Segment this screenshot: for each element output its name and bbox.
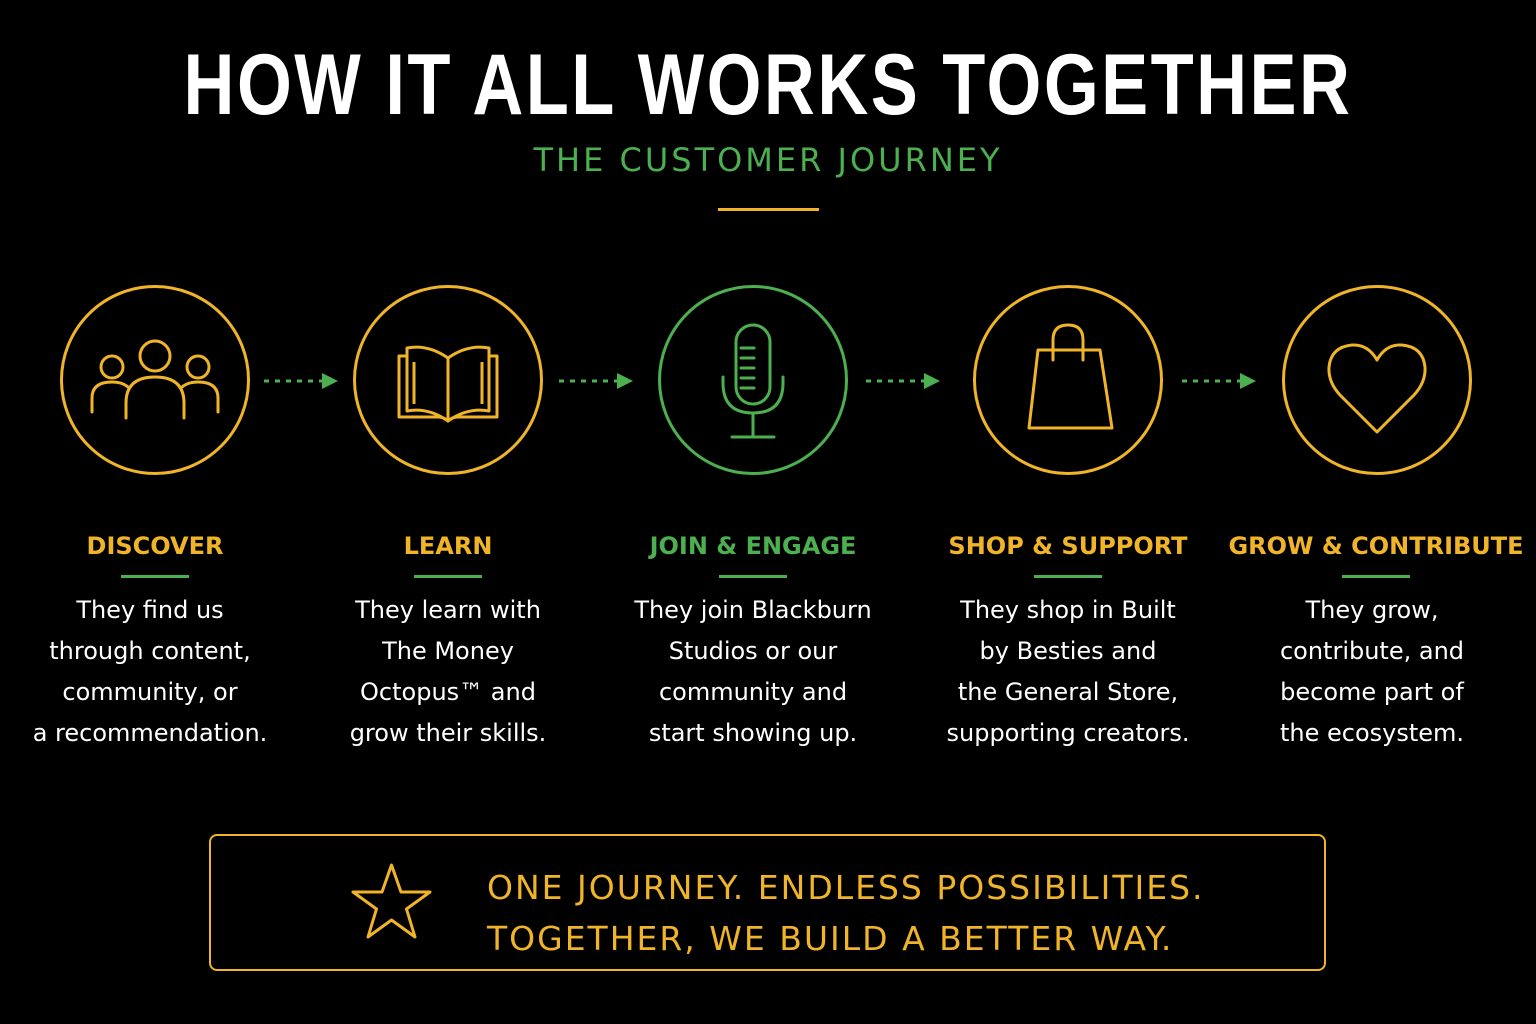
description-line: the ecosystem. <box>1279 719 1465 747</box>
description-line: the General Store, <box>957 678 1179 706</box>
description-line: start showing up. <box>648 719 858 747</box>
step-description-join-engage: They join Blackburn Studios or our commu… <box>603 590 903 754</box>
people-icon <box>90 339 220 420</box>
step-heading-shop-support: SHOP & SUPPORT <box>948 532 1188 560</box>
step-join-engage-circle <box>658 285 848 475</box>
description-line: They grow, <box>1305 596 1439 624</box>
description-line: grow their skills. <box>349 719 547 747</box>
description-line: Studios or our <box>668 637 838 665</box>
step-divider-grow-contribute <box>1342 575 1410 578</box>
star-icon <box>351 863 432 939</box>
tagline-text: ONE JOURNEY. ENDLESS POSSIBILITIES. TOGE… <box>487 862 1205 964</box>
step-heading-learn: LEARN <box>403 532 493 560</box>
description-line: supporting creators. <box>946 719 1190 747</box>
description-line: by Besties and <box>979 637 1157 665</box>
step-description-shop-support: They shop in Built by Besties and the Ge… <box>918 590 1218 754</box>
description-line: community, or <box>62 678 238 706</box>
step-shop-support-circle <box>973 285 1163 475</box>
description-line: become part of <box>1280 678 1464 706</box>
flow-arrow-4 <box>1182 373 1256 389</box>
step-heading-discover: DISCOVER <box>86 532 224 560</box>
step-divider-learn <box>414 575 482 578</box>
open-book-icon <box>397 345 499 423</box>
step-divider-shop-support <box>1034 575 1102 578</box>
description-line: The Money <box>382 637 514 665</box>
step-heading-grow-contribute: GROW & CONTRIBUTE <box>1228 532 1524 560</box>
step-divider-join-engage <box>719 575 787 578</box>
title-divider <box>718 208 819 211</box>
description-line: They shop in Built <box>960 596 1176 624</box>
tagline-line-2: TOGETHER, WE BUILD A BETTER WAY. <box>487 919 1174 958</box>
tagline-banner: ONE JOURNEY. ENDLESS POSSIBILITIES. TOGE… <box>209 834 1326 971</box>
description-line: Octopus™ and <box>360 678 536 706</box>
description-line: They find us <box>76 596 224 624</box>
step-description-learn: They learn with The Money Octopus™ and g… <box>298 590 598 754</box>
page-subtitle: THE CUSTOMER JOURNEY <box>533 141 1003 179</box>
shopping-bag-icon <box>1027 323 1114 430</box>
step-grow-contribute-circle <box>1282 285 1472 475</box>
page-title: HOW IT ALL WORKS TOGETHER <box>183 37 1353 133</box>
step-description-grow-contribute: They grow, contribute, and become part o… <box>1222 590 1522 754</box>
description-line: through content, <box>49 637 251 665</box>
step-learn-circle <box>353 285 543 475</box>
step-divider-discover <box>121 575 189 578</box>
description-line: They learn with <box>355 596 541 624</box>
description-line: community and <box>658 678 848 706</box>
flow-arrow-3 <box>866 373 940 389</box>
flow-arrow-2 <box>559 373 633 389</box>
microphone-icon <box>721 323 785 439</box>
heart-icon <box>1327 343 1427 434</box>
description-line: contribute, and <box>1279 637 1465 665</box>
flow-arrow-1 <box>264 373 338 389</box>
step-heading-join-engage: JOIN & ENGAGE <box>649 532 857 560</box>
step-description-discover: They find us through content, community,… <box>0 590 300 754</box>
step-discover-circle <box>60 285 250 475</box>
description-line: They join Blackburn <box>634 596 872 624</box>
tagline-line-1: ONE JOURNEY. ENDLESS POSSIBILITIES. <box>487 868 1205 907</box>
description-line: a recommendation. <box>32 719 268 747</box>
